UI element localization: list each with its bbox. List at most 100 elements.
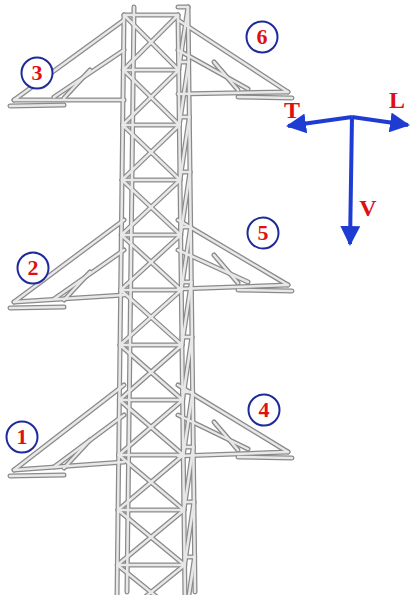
tower-member [10,105,64,106]
tower-member [119,400,183,455]
tower-member [122,180,181,235]
tower-member [124,15,179,70]
tower-member [120,290,181,345]
tower-member [185,557,194,595]
tower-member [117,564,184,567]
tower-member [185,556,195,559]
tower-member [238,290,292,291]
tower-member [64,272,90,300]
tower-member [14,220,124,302]
circle-outline [248,218,279,249]
tower-member [178,92,288,94]
tower-member [54,415,124,467]
tower-member [124,14,178,17]
tower-member [14,20,124,100]
tower-member [54,250,124,299]
callout-circle: 6 [245,20,279,54]
tower-member [178,250,248,282]
tower-member [119,400,183,455]
circle-outline [18,253,49,284]
tower-member [54,50,124,97]
tower-member [214,62,238,90]
callout-circle: 2 [16,251,50,285]
tower-member [119,399,182,402]
tower-member [121,235,181,290]
tower-member [183,392,192,455]
tower-member [10,307,64,308]
tower-member [10,475,64,476]
tower-member [178,452,288,456]
tower-member [118,510,185,565]
tower-member [122,125,179,180]
tower-member [64,272,90,300]
callout-number: 2 [28,257,39,279]
tower-member [54,250,124,299]
tower-member [64,440,90,468]
tower-member [214,62,238,90]
tower-member [118,509,184,512]
tower-member [124,15,179,70]
tower-member [214,255,238,283]
tower-member [54,415,124,467]
axis-label: T [284,98,300,122]
tower-member [120,345,183,400]
tower-member [123,69,178,72]
tower-member [178,415,248,449]
tower-member [178,20,288,92]
tower-member [123,124,180,127]
tower-member [123,125,180,180]
tower-member [238,457,292,458]
tower-member [123,15,178,70]
tower-member [124,13,178,18]
tower-member [64,70,90,98]
tower-member [119,454,184,457]
tower-member [54,50,124,97]
callout-circle: 4 [247,393,281,427]
circle-outline [249,395,280,426]
tower-member [182,336,192,339]
tower-member [10,475,64,476]
tower-member [64,70,90,98]
tower-member [121,289,182,292]
callout-circle: 1 [5,420,39,454]
tower-member [179,61,189,64]
tower-member [178,385,288,452]
tower-member [181,227,190,290]
tower-member [10,105,64,106]
axis-label: L [389,88,405,112]
tower-member [14,98,124,103]
tower-member [121,180,180,235]
callout-number: 6 [257,26,268,48]
tower-member [185,502,194,565]
tower-member [123,68,178,73]
tower-member [182,282,191,345]
tower-member [238,97,292,98]
tower-member [181,281,191,284]
tower-member [14,20,124,100]
tower-member [123,70,179,125]
tower-member [10,307,64,308]
tower-member [181,227,190,290]
tower-member [123,123,180,128]
tower-member [122,179,180,182]
tower-member [119,455,184,510]
circle-outline [22,58,53,89]
callout-number: 1 [17,426,28,448]
tower-member [179,7,188,70]
tower-member [121,235,181,290]
tower-member [183,446,193,449]
tower-member [121,290,182,345]
tower-member [214,422,238,450]
tower-member [120,344,182,347]
tower-member [123,70,179,125]
tower-member [14,99,124,102]
callout-number: 3 [32,62,43,84]
tower-member [179,116,189,119]
tower-member [180,117,189,180]
tower-member [117,565,185,595]
tower-member [117,565,185,595]
tower-member [122,125,179,180]
callout-number: 5 [258,222,269,244]
circle-outline [7,422,38,453]
